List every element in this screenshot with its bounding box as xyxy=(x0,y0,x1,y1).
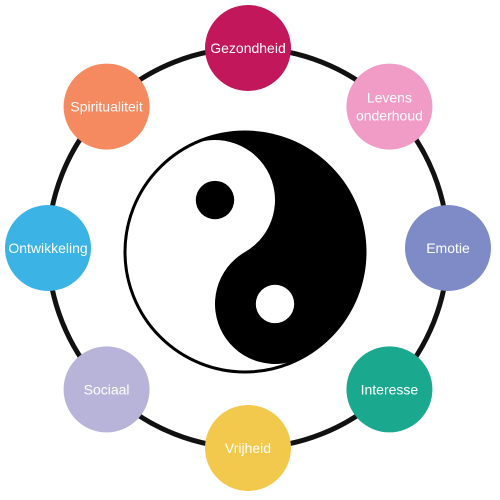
node-label: Ontwikkeling xyxy=(8,240,87,256)
node-3: Interesse xyxy=(346,346,433,433)
node-2: Emotie xyxy=(405,205,491,291)
yin-yang-light-dot xyxy=(255,284,295,324)
node-5: Sociaal xyxy=(63,346,150,433)
node-circle xyxy=(63,346,150,433)
node-label: Interesse xyxy=(361,381,419,397)
yin-yang-dark-half xyxy=(185,132,365,364)
node-label: onderhoud xyxy=(356,108,423,124)
node-label: Vrijheid xyxy=(225,440,271,456)
node-circle xyxy=(205,5,291,91)
node-circle xyxy=(405,205,491,291)
node-label: Emotie xyxy=(426,240,470,256)
node-circle xyxy=(205,405,291,491)
node-7: Spiritualiteit xyxy=(63,63,150,150)
node-1: Levens onderhoud xyxy=(346,63,433,150)
node-label: Spiritualiteit xyxy=(70,99,142,115)
node-label: Gezondheid xyxy=(210,40,286,56)
node-0: Gezondheid xyxy=(205,5,291,91)
node-4: Vrijheid xyxy=(205,405,291,491)
node-label: Sociaal xyxy=(84,381,130,397)
node-label: Levens xyxy=(367,90,412,106)
node-circle xyxy=(63,63,150,150)
yin-yang-dark-dot xyxy=(195,180,235,220)
node-6: Ontwikkeling xyxy=(5,205,91,291)
node-circle xyxy=(5,205,91,291)
node-circle xyxy=(346,346,433,433)
yin-yang-symbol xyxy=(123,130,367,374)
node-circle xyxy=(346,63,433,150)
